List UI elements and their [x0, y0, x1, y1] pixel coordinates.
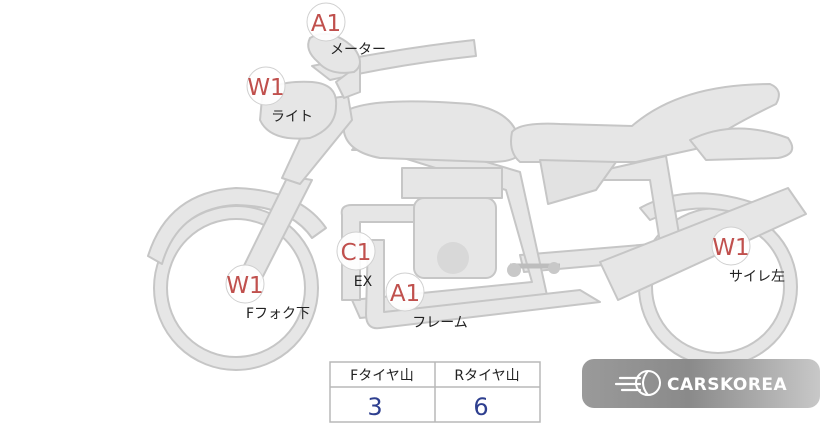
marker-label: フレーム — [412, 315, 468, 331]
muffler — [599, 187, 807, 301]
marker-circle — [336, 231, 376, 271]
marker-circle — [306, 2, 346, 42]
marker-label: ライト — [271, 109, 313, 125]
tire-tread-table: Fタイヤ山 Rタイヤ山 3 6 — [329, 361, 541, 423]
seat — [510, 83, 780, 163]
marker-code: C1 — [341, 240, 372, 266]
marker-code: A1 — [390, 281, 420, 307]
marker-light: W1 ライト — [246, 66, 313, 125]
table-header-front-tire: Fタイヤ山 — [350, 368, 414, 384]
motorcycle-illustration — [147, 32, 807, 371]
brand-badge: CARSKOREA — [582, 359, 820, 408]
exhaust-pipe — [365, 239, 601, 330]
side-panel — [539, 159, 617, 205]
marker-front-fork: W1 Fフォク下 — [225, 264, 310, 322]
marker-exhaust: C1 EX — [336, 231, 376, 290]
marker-circle — [246, 66, 286, 106]
fuel-tank — [343, 100, 521, 163]
marker-circle — [711, 226, 751, 266]
wing-logo-icon — [614, 370, 661, 396]
marker-circle — [385, 272, 425, 312]
marker-code: A1 — [311, 11, 341, 37]
marker-label: メーター — [330, 42, 386, 58]
engine — [401, 167, 503, 199]
brand-name: CARSKOREA — [667, 375, 788, 395]
marker-code: W1 — [247, 75, 284, 101]
marker-label: EX — [354, 274, 373, 290]
marker-code: W1 — [712, 235, 749, 261]
marker-meter: A1 メーター — [306, 2, 386, 58]
table-value-front-tire: 3 — [367, 393, 382, 421]
meter — [307, 32, 361, 74]
marker-frame: A1 フレーム — [385, 272, 468, 331]
marker-label: サイレ左 — [729, 269, 785, 285]
marker-label: Fフォク下 — [246, 306, 310, 322]
marker-muffler-left: W1 サイレ左 — [711, 226, 785, 285]
marker-circle — [225, 264, 265, 304]
table-header-rear-tire: Rタイヤ山 — [454, 368, 519, 384]
marker-code: W1 — [226, 273, 263, 299]
table-value-rear-tire: 6 — [473, 393, 488, 421]
